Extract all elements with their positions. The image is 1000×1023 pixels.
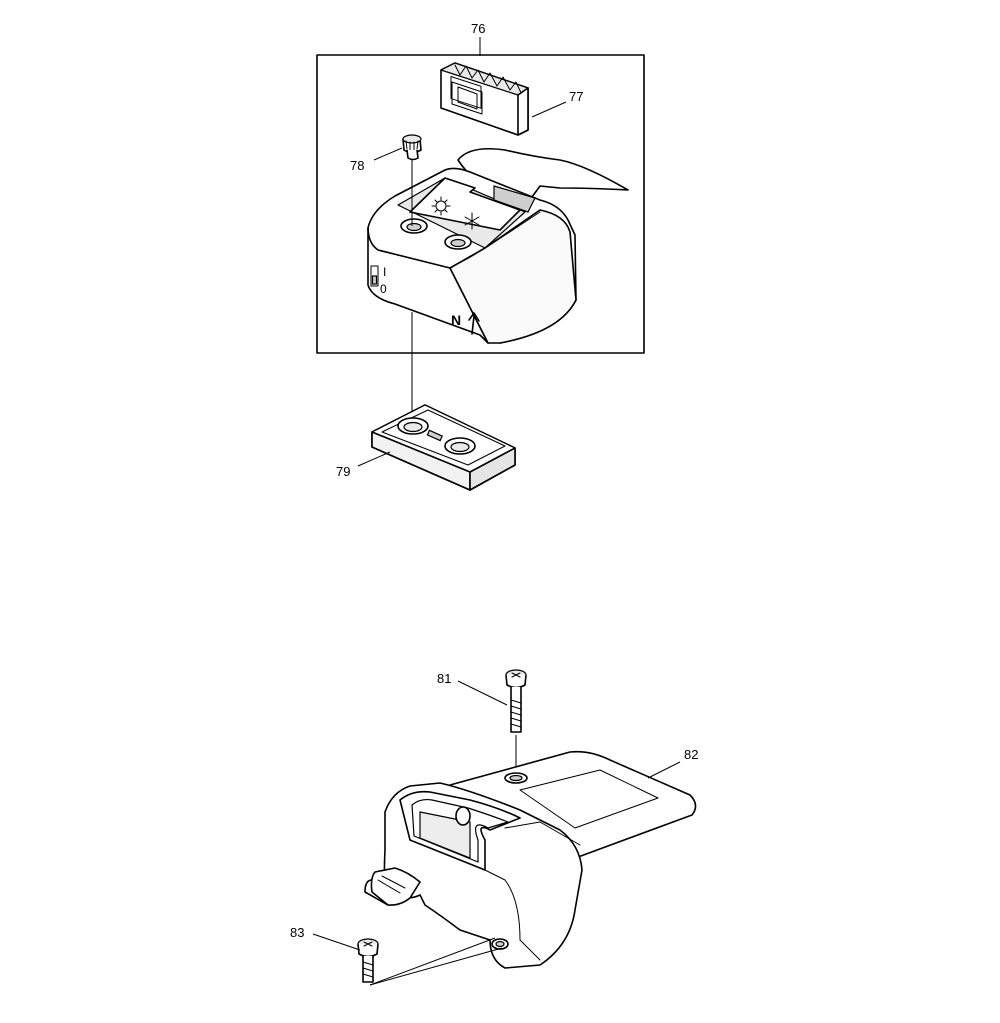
switch-marking: I 0 — [370, 265, 387, 296]
part-77-serrated-block — [440, 62, 529, 136]
housing-cover: I 0 N — [367, 147, 629, 344]
callout-77: 77 — [569, 89, 583, 104]
part-79-base-plate — [371, 404, 516, 491]
snowflake-icon — [464, 212, 480, 230]
part-82-lower-housing — [364, 750, 697, 969]
switch-on-label: I — [383, 265, 386, 279]
callout-82: 82 — [684, 747, 698, 762]
callout-76: 76 — [471, 21, 485, 36]
part-83-screw — [357, 938, 379, 983]
callout-83: 83 — [290, 925, 304, 940]
callout-78: 78 — [350, 158, 364, 173]
switch-off-label: 0 — [380, 282, 387, 296]
callout-81: 81 — [437, 671, 451, 686]
upper-assembly: I 0 N — [316, 37, 645, 491]
part-81-screw — [505, 669, 527, 733]
choke-marking: N — [451, 312, 480, 335]
callout-labels: 76 77 78 79 81 82 83 — [290, 21, 698, 940]
part-78-screw — [402, 134, 422, 161]
callout-79: 79 — [336, 464, 350, 479]
sun-icon — [431, 196, 451, 216]
choke-letter: N — [451, 312, 461, 328]
lower-assembly — [312, 669, 697, 986]
